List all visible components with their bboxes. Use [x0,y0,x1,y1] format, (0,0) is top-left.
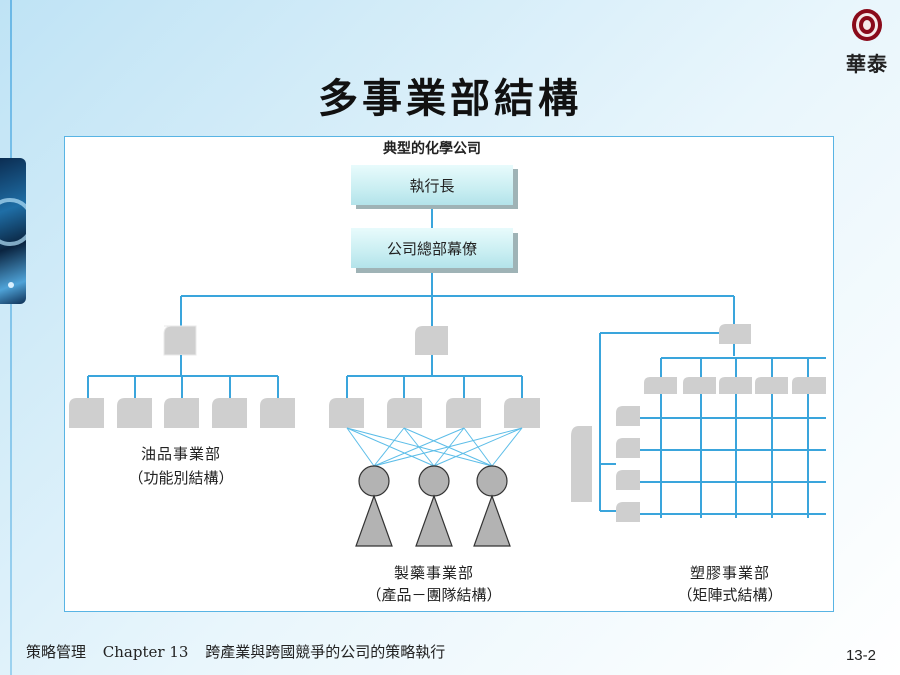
oil-connectors [87,355,279,398]
division-plastics-node [719,324,751,344]
org-structure-diagram: 典型的化學公司 執行長 公司總部幕僚 油品事業部 [69,140,826,604]
division-connectors [180,273,735,326]
division-pharma-node [415,326,448,355]
diagram-panel [64,136,834,612]
pharma-connectors [346,355,523,398]
product-team-person-icon [415,465,453,547]
matrix-connectors [599,332,826,512]
ceo-box: 執行長 [351,165,518,209]
matrix-project-units [644,377,826,394]
pharma-function-units [329,398,540,428]
ceo-label: 執行長 [409,177,454,195]
division-oil-name: 油品事業部 [141,445,221,463]
diagram-header: 典型的化學公司 [383,140,481,157]
division-plastics-name: 塑膠事業部 [690,564,770,582]
product-teams [355,465,511,547]
footer-course: 策略管理 [26,643,87,661]
logo-text: 華泰 [846,52,888,76]
oil-function-units [69,398,295,428]
division-oil-node [163,325,197,356]
product-team-person-icon [473,465,511,547]
division-pharma-name: 製藥事業部 [394,564,474,582]
page-number: 13-2 [845,647,876,664]
slide-title: 多事業部結構 [318,75,582,122]
matrix-side-unit [571,426,592,502]
dot-decoration [8,282,14,288]
product-team-person-icon [355,465,393,547]
footer-chapter: Chapter 13 [102,643,189,661]
footer-topic: 跨產業與跨國競爭的公司的策略執行 [205,643,446,661]
company-logo: 華泰 [838,6,896,76]
left-accent-rule [10,0,12,675]
division-pharma-structure: （產品－團隊結構） [366,586,501,604]
division-plastics-structure: （矩陣式結構） [677,586,782,604]
team-cross-links [346,427,523,467]
division-oil-structure: （功能別結構） [128,469,233,487]
matrix-grid [600,394,826,518]
hq-staff-box: 公司總部幕僚 [351,228,518,273]
swirl-decoration [0,198,26,246]
footer: 策略管理 Chapter 13 跨產業與跨國競爭的公司的策略執行 [26,641,457,662]
logo-ring-icon [852,9,882,41]
decorative-side-graphic [0,158,26,304]
hq-label: 公司總部幕僚 [387,240,477,258]
matrix-function-units [616,406,640,522]
